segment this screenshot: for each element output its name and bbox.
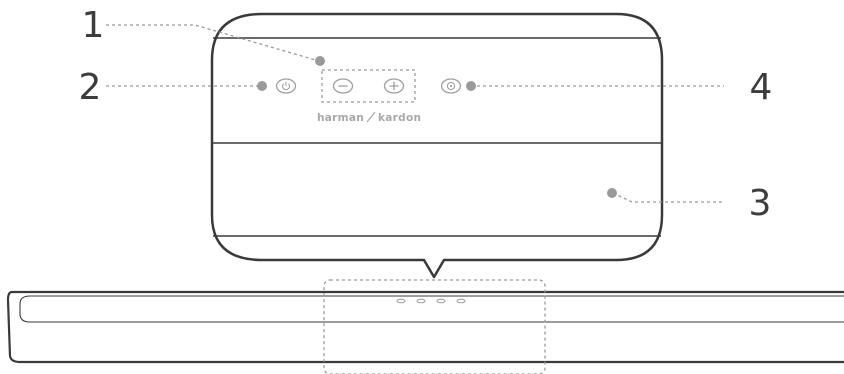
leader-dots <box>257 56 617 198</box>
brand-logo-right: kardon <box>378 112 421 124</box>
callout-number-4: 4 <box>750 67 773 108</box>
brand-logo-slash <box>366 111 376 123</box>
soundbar <box>6 279 844 374</box>
soundbar-indicators <box>396 298 466 304</box>
brand-logo-left: harman <box>317 112 364 124</box>
power-icon <box>281 82 291 91</box>
callout-number-3: 3 <box>749 183 772 224</box>
indicator-light <box>456 298 466 304</box>
volume-buttons-box <box>321 69 416 103</box>
indicator-light <box>396 298 406 304</box>
zoom-panel-outline <box>210 12 664 279</box>
callout-number-1: 1 <box>82 5 105 46</box>
indicator-light <box>436 298 446 304</box>
leader-dot-3 <box>607 188 617 198</box>
source-icon <box>446 81 456 91</box>
indicator-light <box>416 298 426 304</box>
callout-number-2: 2 <box>79 67 102 108</box>
plus-icon <box>389 81 399 91</box>
leader-lines <box>106 24 724 203</box>
volume-up-button[interactable] <box>383 78 405 94</box>
leader-line-1 <box>106 24 320 62</box>
leader-dot-2 <box>257 81 267 91</box>
volume-down-button[interactable] <box>332 78 354 94</box>
zoom-source-box <box>323 279 546 374</box>
power-button[interactable] <box>275 78 297 94</box>
leader-dot-4 <box>466 81 476 91</box>
source-button[interactable] <box>440 78 462 94</box>
leader-line-3 <box>612 192 724 203</box>
leader-dot-1 <box>315 56 325 66</box>
zoom-panel <box>210 12 664 279</box>
brand-logo: harman kardon <box>317 111 421 124</box>
soundbar-outline <box>6 290 844 364</box>
